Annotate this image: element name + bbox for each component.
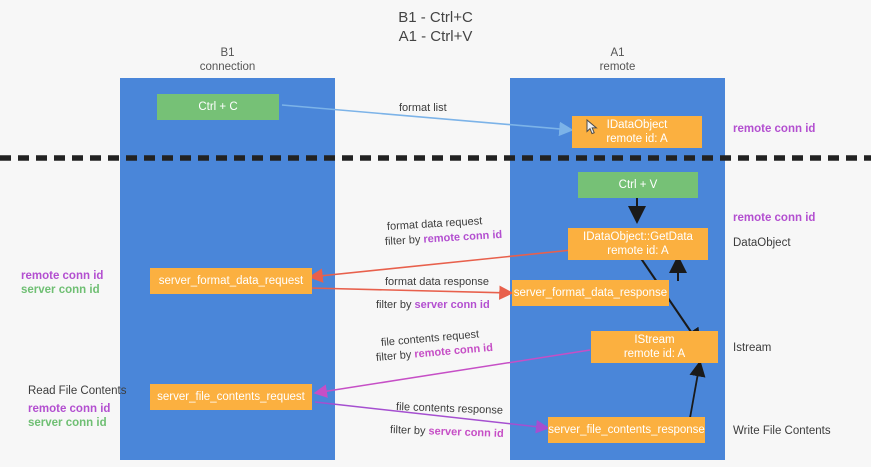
edge-label-file-contents-response-filter: filter by server conn id — [390, 423, 504, 441]
annotation-dataobject: DataObject — [733, 237, 791, 249]
page-title: B1 - Ctrl+C A1 - Ctrl+V — [398, 9, 473, 45]
annotation-left-remote-conn-id-2: remote conn id — [28, 403, 111, 415]
box-idataobject-getdata[interactable]: IDataObject::GetData remote id: A — [568, 228, 708, 260]
filter-prefix: filter by — [376, 299, 415, 311]
box-server-format-data-response[interactable]: server_format_data_response — [512, 280, 669, 306]
box-server-file-contents-response[interactable]: server_file_contents_response — [548, 417, 705, 443]
filter-prefix: filter by — [389, 424, 429, 438]
filter-key-server-conn-id: server conn id — [414, 299, 490, 311]
column-header-a1: A1 remote — [599, 47, 636, 73]
section-divider — [0, 155, 871, 161]
filter-key-remote-conn-id: remote conn id — [423, 228, 503, 246]
annotation-left-server-conn-id: server conn id — [21, 284, 100, 296]
annotation-left-remote-conn-id: remote conn id — [21, 270, 104, 282]
edge-label-format-data-response-filter: filter by server conn id — [376, 298, 490, 312]
column-header-b1: B1 connection — [199, 47, 256, 73]
edge-label-format-data-response: format data response — [385, 276, 489, 288]
box-ctrl-v[interactable]: Ctrl + V — [578, 172, 698, 198]
filter-key-server-conn-id: server conn id — [428, 425, 504, 440]
annotation-read-file-contents: Read File Contents — [28, 385, 127, 397]
annotation-left-server-conn-id-2: server conn id — [28, 417, 107, 429]
edge-label-file-contents-response: file contents response — [395, 401, 504, 417]
box-server-format-data-request[interactable]: server_format_data_request — [150, 268, 312, 294]
annotation-istream: Istream — [733, 342, 772, 354]
box-ctrl-c[interactable]: Ctrl + C — [157, 94, 279, 120]
annotation-remote-conn-id-mid: remote conn id — [733, 212, 816, 224]
box-server-file-contents-request[interactable]: server_file_contents_request — [150, 384, 312, 410]
edge-label-format-list: format list — [399, 102, 447, 114]
box-istream[interactable]: IStream remote id: A — [591, 331, 718, 363]
filter-prefix: filter by — [384, 233, 424, 248]
annotation-remote-conn-id-top: remote conn id — [733, 123, 816, 135]
mouse-cursor-icon — [586, 119, 598, 135]
filter-prefix: filter by — [375, 348, 415, 364]
annotation-write-file-contents: Write File Contents — [733, 425, 831, 437]
